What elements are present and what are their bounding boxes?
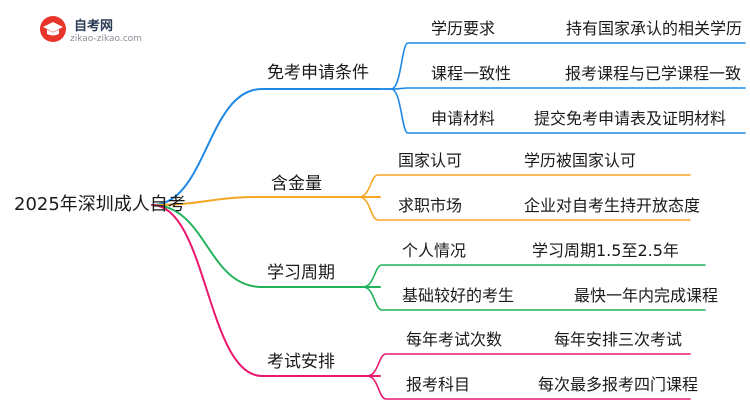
leaf-value: 报考课程与已学课程一致 (565, 64, 742, 83)
leaf-key: 学历要求 (431, 19, 496, 38)
branch-label: 含金量 (271, 174, 322, 194)
leaf-value: 每年安排三次考试 (554, 330, 683, 349)
leaf-value: 每次最多报考四门课程 (538, 375, 699, 394)
branch-label: 学习周期 (267, 263, 335, 283)
branch-label: 考试安排 (267, 352, 335, 372)
branch-label: 免考申请条件 (267, 63, 369, 83)
leaf-connector (366, 353, 691, 377)
leaf-key: 申请材料 (431, 109, 496, 128)
site-logo: 自考网 zikao-zikao.com (38, 12, 148, 52)
leaf-connector (358, 174, 691, 198)
leaf-key: 课程一致性 (431, 64, 512, 83)
leaf-connector (379, 88, 746, 134)
leaf-value: 提交免考申请表及证明材料 (534, 109, 727, 128)
leaf-value: 最快一年内完成课程 (574, 286, 719, 305)
leaf-key: 求职市场 (398, 196, 463, 215)
leaf-key: 每年考试次数 (406, 330, 503, 349)
leaf-connector (358, 196, 691, 221)
leaf-connector (362, 264, 706, 288)
leaf-key: 国家认可 (398, 151, 463, 170)
leaf-connector (366, 375, 691, 400)
leaf-connector (379, 87, 746, 90)
leaf-key: 个人情况 (402, 241, 467, 260)
branch-connector (151, 204, 381, 377)
leaf-value: 学历被国家认可 (524, 151, 637, 170)
leaf-key: 基础较好的考生 (402, 286, 515, 305)
logo-title: 自考网 (74, 19, 114, 34)
leaf-value: 学习周期1.5至2.5年 (532, 241, 679, 260)
leaf-value: 企业对自考生持开放态度 (524, 196, 701, 215)
logo-url: zikao-zikao.com (70, 34, 142, 44)
leaf-value: 持有国家承认的相关学历 (566, 19, 743, 38)
root-topic: 2025年深圳成人自考 (14, 194, 186, 215)
branch-connector (151, 88, 381, 206)
leaf-connector (362, 286, 706, 311)
graduation-cap-icon (40, 16, 66, 42)
leaf-key: 报考科目 (406, 375, 471, 394)
branch-connector (151, 204, 381, 288)
branch-connector (151, 196, 381, 206)
